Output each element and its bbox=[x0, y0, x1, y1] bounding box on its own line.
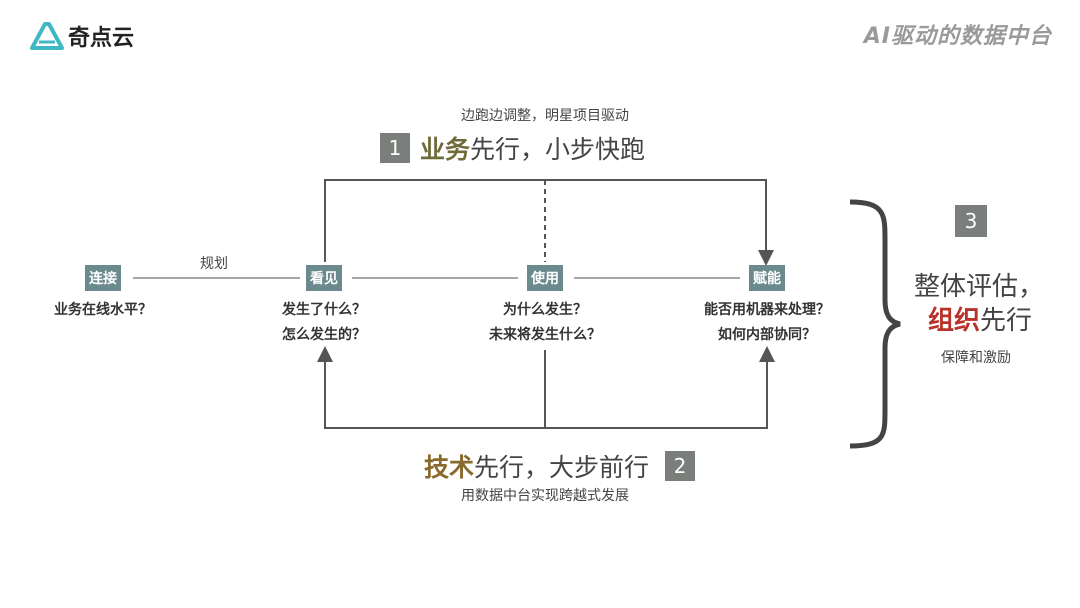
question: 怎么发生的？ bbox=[282, 327, 366, 343]
right-subtitle: 保障和激励 bbox=[941, 350, 1011, 366]
number-box-2: 2 bbox=[665, 451, 696, 481]
top-title-rest: 先行，小步快跑 bbox=[470, 135, 646, 164]
bottom-subtitle: 用数据中台实现跨越式发展 bbox=[461, 488, 629, 504]
slide-tag: AI驱动的数据中台 bbox=[863, 24, 1052, 49]
top-title: 1 业务先行，小步快跑 bbox=[380, 130, 645, 166]
node-use: 使用 bbox=[527, 265, 563, 291]
question: 为什么发生？ bbox=[503, 302, 587, 318]
bottom-title: 技术先行，大步前行 2 bbox=[424, 448, 696, 484]
number-box-1: 1 bbox=[380, 133, 410, 163]
question: 未来将发生什么？ bbox=[489, 327, 601, 343]
bottom-title-emph: 技术 bbox=[424, 453, 475, 482]
right-line1: 整体评估， bbox=[914, 272, 1045, 302]
right-line2: 组织先行 bbox=[928, 300, 1032, 337]
top-title-emph: 业务 bbox=[420, 135, 471, 164]
node-questions: 能否用机器来处理？ 如何内部协同？ bbox=[704, 298, 830, 348]
top-subtitle: 边跑边调整，明星项目驱动 bbox=[461, 108, 629, 124]
number-box-3: 3 bbox=[955, 205, 987, 237]
node-empower: 赋能 bbox=[749, 265, 785, 291]
node-questions: 为什么发生？ 未来将发生什么？ bbox=[489, 298, 601, 348]
bottom-title-rest: 先行，大步前行 bbox=[474, 453, 650, 482]
node-questions: 发生了什么？ 怎么发生的？ bbox=[282, 298, 366, 348]
question: 如何内部协同？ bbox=[718, 327, 816, 343]
logo-text: 奇点云 bbox=[68, 26, 135, 51]
bottom-bracket bbox=[324, 350, 768, 429]
question: 能否用机器来处理？ bbox=[704, 302, 830, 318]
link-label: 规划 bbox=[200, 256, 228, 272]
logo: 奇点云 bbox=[30, 20, 134, 52]
right-line2-emph: 组织 bbox=[928, 306, 981, 336]
node-questions: 业务在线水平？ bbox=[54, 298, 152, 323]
node-connect: 连接 bbox=[85, 265, 121, 291]
question: 发生了什么？ bbox=[282, 302, 366, 318]
right-line2-rest: 先行 bbox=[980, 306, 1033, 336]
node-see: 看见 bbox=[306, 265, 342, 291]
question: 业务在线水平？ bbox=[54, 302, 152, 318]
logo-icon bbox=[30, 22, 64, 50]
right-brace bbox=[849, 199, 901, 449]
